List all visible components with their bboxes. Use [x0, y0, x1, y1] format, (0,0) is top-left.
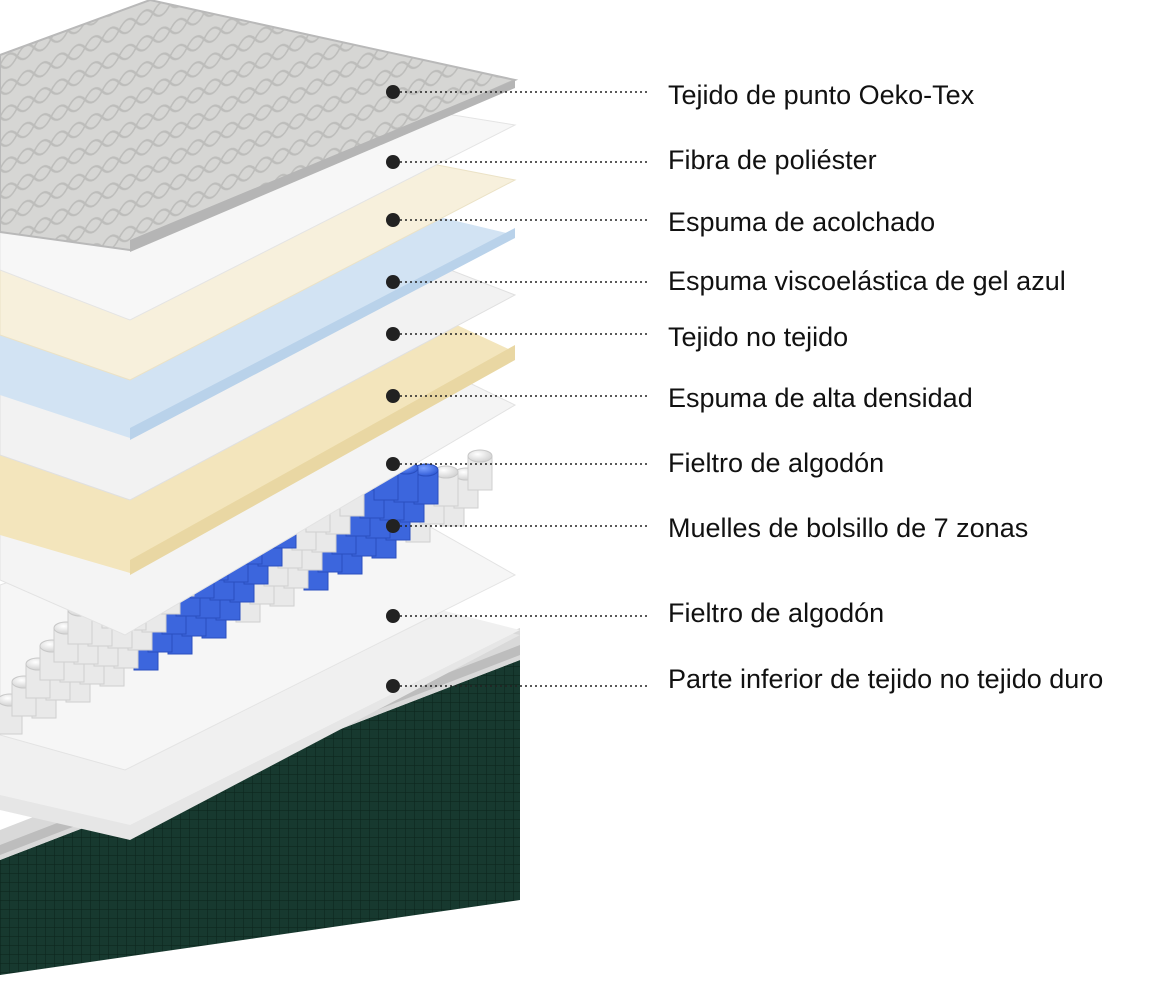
label-oeko-tex: Tejido de punto Oeko-Tex	[386, 80, 975, 110]
label-springs: Muelles de bolsillo de 7 zonas	[386, 513, 1028, 543]
pointer-dot	[386, 679, 400, 693]
pointer-dot	[386, 155, 400, 169]
label-text: Espuma viscoelástica de gel azul	[668, 266, 1066, 296]
label-polyester: Fibra de poliéster	[386, 145, 877, 175]
label-text: Tejido no tejido	[668, 322, 848, 352]
label-text: Muelles de bolsillo de 7 zonas	[668, 513, 1028, 543]
pointer-dot	[386, 275, 400, 289]
pointer-dot	[386, 327, 400, 341]
label-felt-top: Fieltro de algodón	[386, 448, 884, 478]
layer-quilted-top	[0, 0, 519, 252]
base-side-panel	[0, 660, 520, 975]
pointer-dot	[386, 85, 400, 99]
label-text: Tejido de punto Oeko-Tex	[668, 80, 975, 110]
label-gel-foam: Espuma viscoelástica de gel azul	[386, 266, 1066, 296]
label-hd-foam: Espuma de alta densidad	[386, 383, 973, 413]
pointer-dot	[386, 519, 400, 533]
spring-white	[467, 449, 493, 491]
pointer-dot	[386, 213, 400, 227]
label-comfort-foam: Espuma de acolchado	[386, 207, 935, 237]
label-bottom: Parte inferior de tejido no tejido duro	[386, 664, 1103, 694]
layer-high-density-foam-edge	[130, 345, 515, 575]
pointer-dot	[386, 457, 400, 471]
layer-gel-foam-edge	[130, 228, 515, 440]
spring-white	[11, 675, 37, 717]
label-text: Fieltro de algodón	[668, 598, 884, 628]
label-text: Espuma de alta densidad	[668, 383, 973, 413]
label-nonwoven: Tejido no tejido	[386, 322, 848, 352]
label-text: Parte inferior de tejido no tejido duro	[668, 664, 1103, 694]
label-text: Fibra de poliéster	[668, 145, 877, 175]
label-text: Fieltro de algodón	[668, 448, 884, 478]
pointer-dot	[386, 609, 400, 623]
pointer-dot	[386, 389, 400, 403]
label-felt-bottom: Fieltro de algodón	[386, 598, 884, 628]
label-text: Espuma de acolchado	[668, 207, 935, 237]
